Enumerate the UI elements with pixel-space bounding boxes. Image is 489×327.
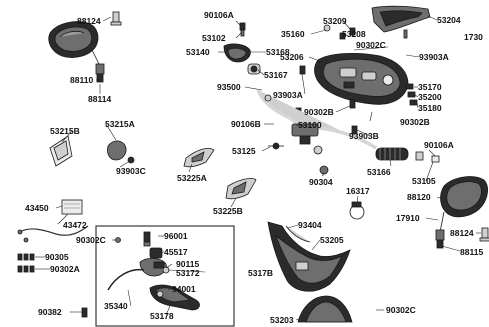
part-label: 90302B — [400, 117, 430, 127]
part-label: 1730 — [464, 32, 483, 42]
part-label: 53208 — [342, 29, 366, 39]
part-label: 90382 — [38, 307, 62, 317]
throttle-grip — [375, 147, 440, 163]
part-label: 88114 — [88, 94, 111, 104]
part-label: 45517 — [164, 247, 188, 257]
part-label: 90106A — [204, 10, 234, 20]
part-label: 90302C — [386, 305, 416, 315]
part-label: 90304 — [309, 177, 333, 187]
part-label: 53168 — [266, 47, 290, 57]
part-label: 93903B — [349, 131, 379, 141]
part-label: 16317 — [346, 186, 370, 196]
part-label: 90106A — [424, 140, 454, 150]
part-label: 90115 — [176, 259, 199, 269]
part-label: 53100 — [298, 120, 322, 130]
right-switch-housing — [295, 52, 418, 135]
part-label: 53178 — [150, 311, 174, 321]
part-label: 35170 — [418, 82, 442, 92]
top-screws — [239, 22, 408, 40]
middle-covers — [183, 148, 257, 200]
part-label: 88115 — [460, 247, 483, 257]
part-label: 93404 — [298, 220, 322, 230]
right-mirror — [435, 176, 489, 249]
part-label: 94001 — [172, 284, 196, 294]
part-label: 53209 — [323, 16, 347, 26]
part-label: 43450 — [25, 203, 49, 213]
part-label: 53225A — [177, 173, 207, 183]
left-mirror — [48, 11, 122, 83]
part-label: 53203 — [270, 315, 294, 325]
part-label: 53206 — [280, 52, 304, 62]
part-label: 90302C — [76, 235, 106, 245]
leader-lines — [35, 15, 481, 321]
part-label: 35180 — [418, 103, 442, 113]
front-inner-cover — [267, 221, 351, 292]
part-label: 5317B — [248, 268, 273, 278]
part-label: 35200 — [418, 92, 442, 102]
part-label: 88120 — [407, 192, 431, 202]
part-label: 88124 — [77, 16, 101, 26]
part-label: 53215A — [105, 119, 135, 129]
part-label: 53125 — [232, 146, 256, 156]
part-label: 53105 — [412, 176, 436, 186]
part-label: 35340 — [104, 301, 128, 311]
part-label: 17910 — [396, 213, 420, 223]
part-label: 53140 — [186, 47, 210, 57]
part-label: 53102 — [202, 33, 226, 43]
part-labels: 88124 88110 88114 90106A 53102 53140 531… — [25, 10, 483, 325]
part-label: 90302C — [356, 40, 386, 50]
headlight-cover — [297, 295, 353, 323]
part-label: 90302B — [304, 107, 334, 117]
brake-cable — [17, 199, 89, 243]
part-label: 53225B — [213, 206, 243, 216]
part-label: 88124 — [450, 228, 474, 238]
part-label: 53215B — [50, 126, 80, 136]
part-label: 43472 — [63, 220, 87, 230]
part-label: 53204 — [437, 15, 461, 25]
left-switch-housing — [223, 43, 261, 75]
left-side-covers — [49, 135, 135, 167]
part-label: 90302A — [50, 264, 80, 274]
part-label: 93903A — [419, 52, 449, 62]
handlebar — [256, 89, 377, 155]
part-label: 90305 — [45, 252, 69, 262]
part-label: 93500 — [217, 82, 241, 92]
brake-lever-assembly — [95, 225, 235, 327]
part-label: 53205 — [320, 235, 344, 245]
hose-clamp — [319, 165, 365, 220]
part-label: 90106B — [231, 119, 261, 129]
part-label: 53172 — [176, 268, 200, 278]
part-label: 96001 — [164, 231, 188, 241]
part-label: 35160 — [281, 29, 305, 39]
lower-left-hardware — [17, 237, 121, 318]
part-label: 53167 — [264, 70, 288, 80]
part-label: 93903C — [116, 166, 146, 176]
part-label: 53166 — [367, 167, 391, 177]
part-label: 88110 — [70, 75, 93, 85]
part-label: 93903A — [273, 90, 303, 100]
top-cover — [371, 5, 431, 33]
